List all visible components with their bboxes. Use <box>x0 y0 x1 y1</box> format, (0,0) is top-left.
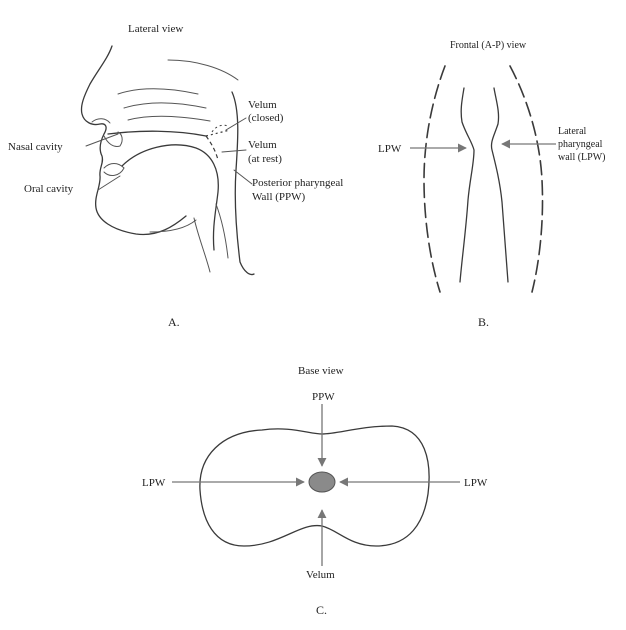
label-lateral-line3: wall (LPW) <box>558 152 606 163</box>
caption-a: A. <box>168 315 180 329</box>
label-velum-rest-line2: (at rest) <box>248 153 282 165</box>
leader-velum-rest <box>222 150 246 152</box>
label-velum-rest-line1: Velum <box>248 139 277 151</box>
label-oral-cavity: Oral cavity <box>24 183 74 195</box>
caption-c: C. <box>316 603 327 617</box>
label-lpw-left-base: LPW <box>142 477 166 489</box>
label-ppw-line1: Posterior pharyngeal <box>252 177 343 189</box>
outer-wall-right <box>510 66 543 292</box>
inner-wall-left <box>460 88 474 282</box>
leader-oral-cavity <box>98 176 120 190</box>
head-sagittal-drawing <box>81 46 254 275</box>
label-nasal-cavity: Nasal cavity <box>8 141 63 153</box>
label-lpw-left: LPW <box>378 143 402 155</box>
leader-nasal-cavity <box>86 134 118 146</box>
outer-wall-left <box>424 66 445 292</box>
label-lateral-line1: Lateral <box>558 126 587 137</box>
leader-velum-closed <box>226 118 246 130</box>
label-lpw-right-base: LPW <box>464 477 488 489</box>
inner-wall-right <box>491 88 508 282</box>
caption-b: B. <box>478 315 489 329</box>
label-lateral-line2: pharyngeal <box>558 139 603 150</box>
label-velum-base: Velum <box>306 569 335 581</box>
label-velum-closed-line1: Velum <box>248 99 277 111</box>
panel-b-frontal-view: Frontal (A-P) view LPW Lateral pharyngea… <box>378 40 606 329</box>
panel-a-title: Lateral view <box>128 23 183 35</box>
panel-a-lateral-view: Lateral view <box>8 23 343 329</box>
label-ppw-line2: Wall (PPW) <box>252 191 306 203</box>
label-velum-closed-line2: (closed) <box>248 112 284 124</box>
leader-ppw <box>234 170 252 184</box>
panel-c-base-view: Base view PPW LPW LPW Velum C. <box>142 365 488 617</box>
panel-c-title: Base view <box>298 365 344 377</box>
label-ppw-base: PPW <box>312 391 335 403</box>
velopharyngeal-opening <box>309 472 335 492</box>
panel-b-title: Frontal (A-P) view <box>450 40 527 51</box>
